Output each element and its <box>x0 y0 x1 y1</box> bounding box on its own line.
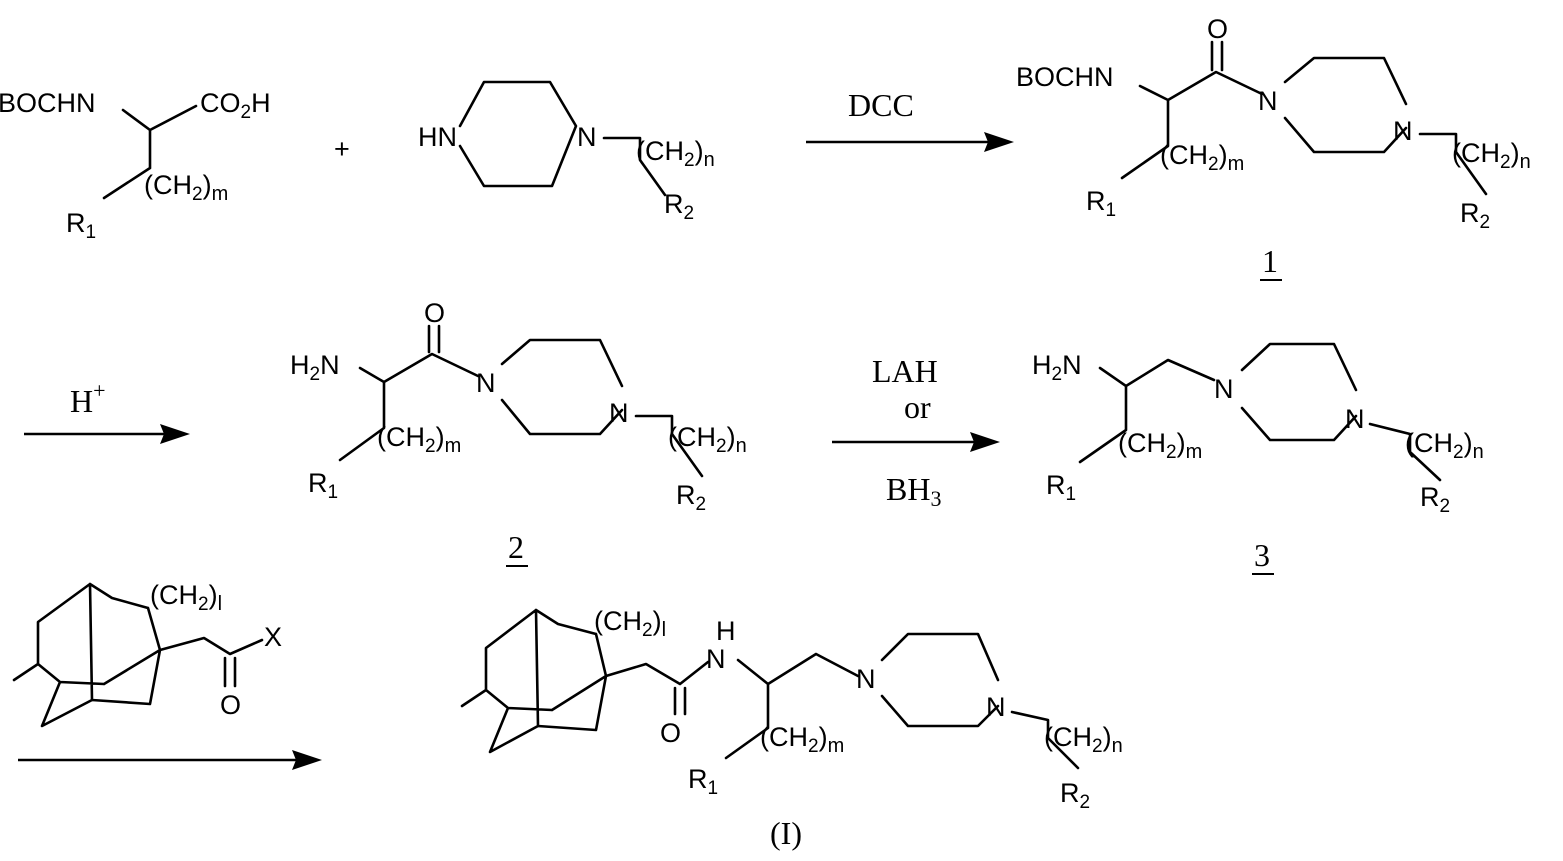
r2-label: R2 <box>1420 482 1450 517</box>
compound-3: H2N N N (CH2)m (CH2)n R1 R2 3 <box>1032 344 1484 574</box>
chain-l-label: (CH2)l <box>150 580 222 615</box>
r1-label: R1 <box>1086 186 1116 221</box>
reagent-bh3: BH3 <box>886 471 941 511</box>
reaction-arrow-1: DCC <box>806 87 1014 152</box>
arrow-head <box>292 750 322 770</box>
carbonyl-o-label: O <box>660 718 681 748</box>
carbonyl-o-label: O <box>424 298 445 328</box>
chain-m-label: (CH2)m <box>144 170 228 205</box>
amide-n-label: N <box>1258 86 1278 116</box>
chain-n-label: (CH2)n <box>1044 722 1123 757</box>
r1-label: R1 <box>688 764 718 799</box>
adamantane-reagent: (CH2)l X O <box>14 580 282 726</box>
bond <box>160 638 262 686</box>
reactant-acid: BOCHN CO2H (CH2)m R1 <box>0 88 271 243</box>
chain-n-label: (CH2)n <box>636 136 715 171</box>
boc-nh-label: BOCHN <box>1016 62 1114 92</box>
chain-m-label: (CH2)m <box>377 422 461 457</box>
chain-l-label: (CH2)l <box>594 606 666 641</box>
compound-label-2: 2 <box>508 529 524 565</box>
adamantane-cage <box>462 610 606 752</box>
carbonyl-o-label: O <box>1207 14 1228 44</box>
r2-label: R2 <box>664 189 694 224</box>
chain-m-label: (CH2)m <box>1118 428 1202 463</box>
arrow-head <box>970 432 1000 452</box>
reagent-or: or <box>904 389 931 425</box>
n-label: N <box>577 122 597 152</box>
chain-n-label: (CH2)n <box>1405 428 1484 463</box>
amide-n-label: N <box>476 368 496 398</box>
reagent-acid: H+ <box>70 378 106 419</box>
amine-n-label: N <box>1393 116 1413 146</box>
x-label: X <box>264 622 282 652</box>
bond <box>340 326 702 476</box>
arrow-head <box>160 424 190 444</box>
reaction-arrow-2: H+ <box>24 378 190 444</box>
r2-label: R2 <box>1460 198 1490 233</box>
product-I: (CH2)l H N O N N (CH2)m (CH2)n R1 R2 (I) <box>462 606 1123 851</box>
compound-1: BOCHN O N N (CH2)m (CH2)n R1 R2 1 <box>1016 14 1531 280</box>
r2-label: R2 <box>676 480 706 515</box>
compound-label-I: (I) <box>770 815 802 851</box>
bond <box>460 82 665 195</box>
bond <box>1122 42 1486 194</box>
r2-label: R2 <box>1060 778 1090 813</box>
amide-n-label: N <box>706 644 726 674</box>
amine-n2-label: N <box>986 692 1006 722</box>
amine-n1-label: N <box>856 664 876 694</box>
reagent-lah: LAH <box>872 353 938 389</box>
adamantane-cage <box>14 584 160 726</box>
amide-h-label: H <box>716 616 736 646</box>
reagent-dcc: DCC <box>848 87 914 123</box>
carbonyl-o-label: O <box>220 690 241 720</box>
reactant-piperazine: HN N (CH2)n R2 <box>418 82 715 224</box>
arrow-head <box>984 132 1014 152</box>
chain-m-label: (CH2)m <box>760 722 844 757</box>
chain-m-label: (CH2)m <box>1160 140 1244 175</box>
compound-label-3: 3 <box>1254 537 1270 573</box>
reaction-arrow-3: LAH or BH3 <box>832 353 1000 511</box>
r1-label: R1 <box>66 208 96 243</box>
chain-n-label: (CH2)n <box>668 422 747 457</box>
amine-n-label: N <box>609 398 629 428</box>
amine-n1-label: N <box>1214 374 1234 404</box>
compound-label-1: 1 <box>1262 243 1278 279</box>
carboxyl-label: CO2H <box>200 88 271 123</box>
r1-label: R1 <box>308 468 338 503</box>
compound-2: H2N O N N (CH2)m (CH2)n R1 R2 2 <box>290 298 747 566</box>
nh-label: HN <box>418 122 457 152</box>
amine-h2n-label: H2N <box>290 350 340 385</box>
plus-sign: + <box>334 134 350 164</box>
bond <box>1080 344 1440 480</box>
r1-label: R1 <box>1046 470 1076 505</box>
reaction-arrow-4 <box>18 750 322 770</box>
chain-n-label: (CH2)n <box>1452 138 1531 173</box>
amine-h2n-label: H2N <box>1032 350 1082 385</box>
amine-n2-label: N <box>1345 404 1365 434</box>
boc-nh-label: BOCHN <box>0 88 96 118</box>
